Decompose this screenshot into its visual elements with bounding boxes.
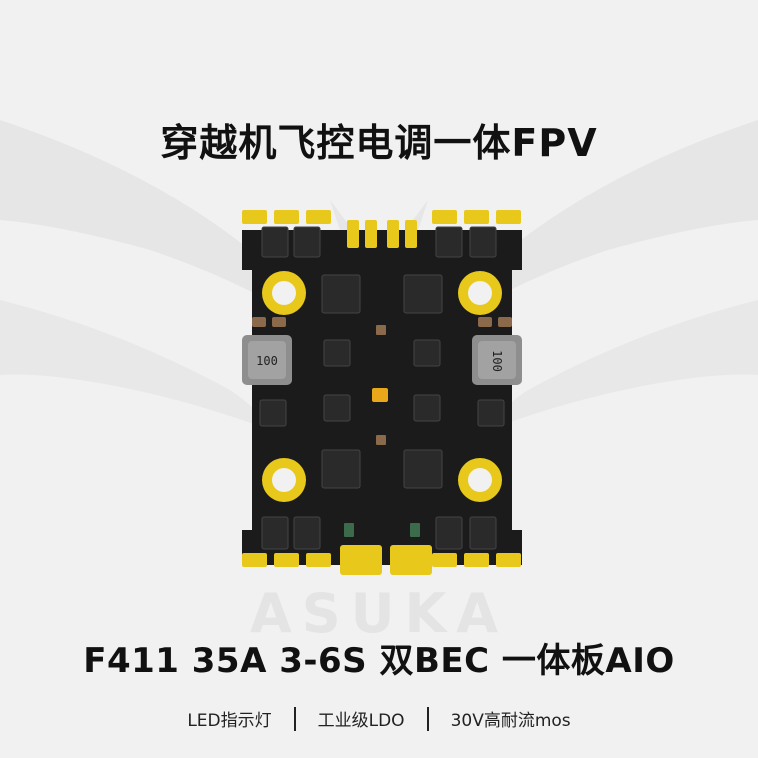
product-spec: F411 35A 3-6S 双BEC 一体板AIO xyxy=(83,641,675,681)
flight-controller-board: 100 100 xyxy=(242,210,522,575)
separator xyxy=(293,706,296,731)
inductor-label-right: 100 xyxy=(490,350,504,372)
separator xyxy=(426,706,429,731)
watermark-text: ASUKA xyxy=(249,582,509,645)
feature-mos: 30V高耐流mos xyxy=(450,711,571,731)
inductor-label: 100 xyxy=(256,354,278,368)
page-title: 穿越机飞控电调一体FPV xyxy=(160,121,598,165)
feature-led: LED指示灯 xyxy=(187,711,272,731)
feature-ldo: 工业级LDO xyxy=(317,711,405,731)
feature-list: LED指示灯 工业级LDO 30V高耐流mos xyxy=(0,706,758,731)
